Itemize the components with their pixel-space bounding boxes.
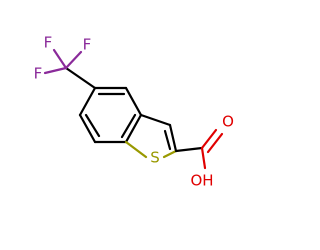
- bond-cf3-f-top-left: [52, 48, 68, 70]
- bond-c-cooh: [174, 146, 204, 153]
- bond-c-oh: [200, 146, 207, 170]
- bond-thio-2: [168, 123, 178, 153]
- atom-f-top-left: F: [44, 34, 53, 52]
- bond-benz-5: [78, 113, 97, 144]
- bond-benz-6: [78, 86, 97, 117]
- bond-c1-c2: [64, 66, 97, 90]
- bond-benz-5-inner: [84, 113, 101, 138]
- bond-benz-3-inner: [120, 113, 137, 139]
- bond-thio-2-inner: [163, 129, 172, 151]
- atom-f-left: F: [34, 65, 43, 83]
- bond-c-o-double-2: [206, 132, 224, 154]
- structure-drawing: F F F S O OH: [34, 34, 234, 190]
- bond-thio-c-s: [162, 149, 178, 159]
- atom-hydroxyl: OH: [190, 172, 213, 190]
- atom-sulfur: S: [150, 149, 160, 167]
- bond-thio-1: [139, 113, 172, 127]
- bond-benz-3: [124, 113, 143, 144]
- bond-c-o-double-1: [200, 128, 218, 150]
- atom-oxygen-carbonyl: O: [222, 113, 234, 131]
- bond-cf3-f-top-right: [64, 50, 83, 70]
- bond-cf3-f-left: [43, 66, 68, 75]
- bond-thio-s-c: [124, 140, 148, 159]
- atom-f-top-right: F: [83, 36, 92, 54]
- molecule-diagram: F F F S O OH: [34, 34, 234, 190]
- bond-benz-2: [124, 86, 143, 117]
